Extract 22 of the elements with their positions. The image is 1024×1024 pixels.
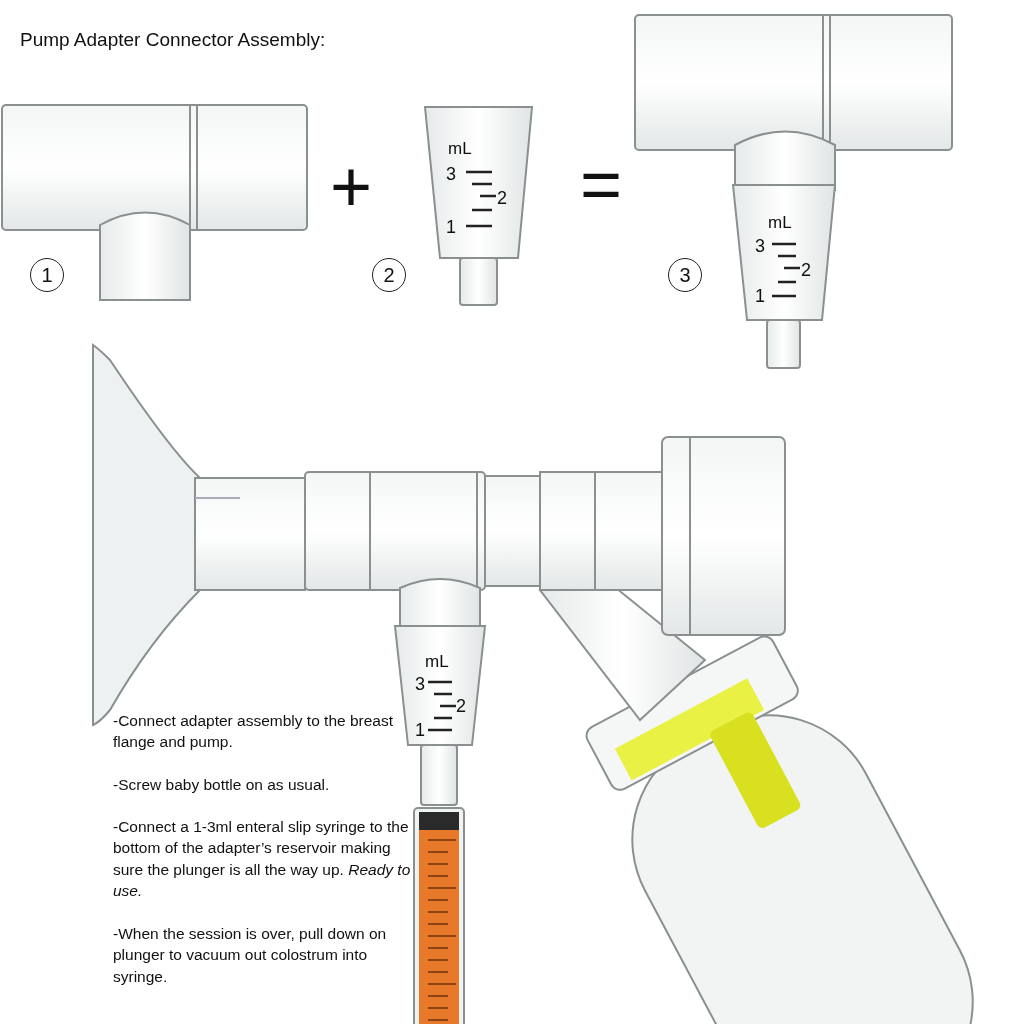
scale-number: 3 bbox=[755, 237, 765, 255]
instruction-text: -Screw baby bottle on as usual. bbox=[113, 775, 331, 795]
callout-number: 1 bbox=[30, 258, 64, 292]
scale-number: 2 bbox=[497, 189, 507, 207]
callout-number: 2 bbox=[372, 258, 406, 292]
scale-number: 3 bbox=[446, 165, 456, 183]
equals-sign: = bbox=[580, 148, 623, 220]
plus-sign: + bbox=[330, 150, 373, 222]
scale-number: 1 bbox=[446, 218, 456, 236]
unit-label: mL bbox=[425, 653, 449, 670]
scale-number: 2 bbox=[801, 261, 811, 279]
scale-number: 2 bbox=[456, 697, 466, 715]
scale-number: 1 bbox=[415, 721, 425, 739]
heading: Pump Adapter Connector Assembly: bbox=[20, 30, 326, 49]
instruction-text: -Connect a 1-3ml enteral slip syringe to the bottom of the adapter’s reservoir making sure the plunger is all the way up. Ready to use. bbox=[113, 817, 412, 902]
callout-number: 3 bbox=[668, 258, 702, 292]
unit-label: mL bbox=[448, 140, 472, 157]
scale-number: 1 bbox=[755, 287, 765, 305]
scale-number: 3 bbox=[415, 675, 425, 693]
instruction-text: -When the session is over, pull down on plunger to vacuum out colostrum into syringe. bbox=[113, 924, 388, 987]
unit-label: mL bbox=[768, 214, 792, 231]
instruction-text: -Connect adapter assembly to the breast flange and pump. bbox=[113, 711, 394, 753]
